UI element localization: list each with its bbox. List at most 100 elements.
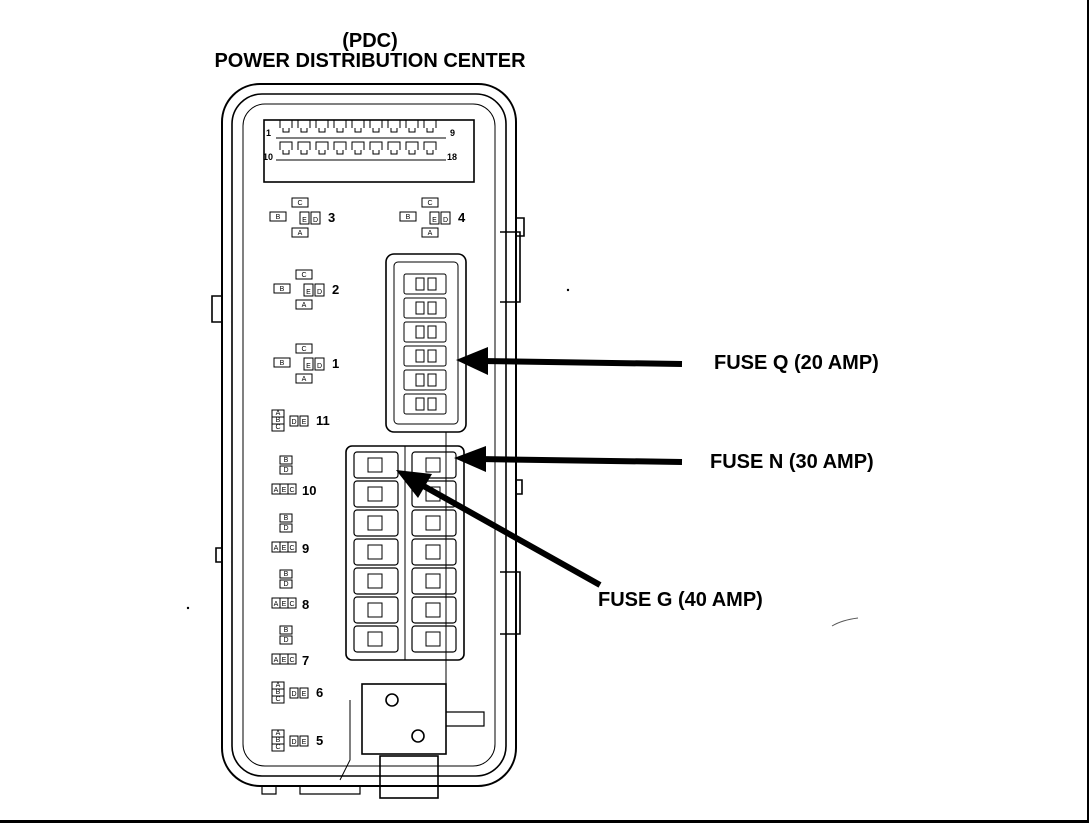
mini-fuse-block xyxy=(385,253,467,433)
relay-pin-c-letter: C xyxy=(301,272,306,279)
connector-pin xyxy=(333,119,347,133)
mini-fuse-element xyxy=(427,373,437,387)
arrow-fuse-g xyxy=(418,481,602,588)
mini-fuse-element xyxy=(427,301,437,315)
relay-pin-c xyxy=(287,597,297,609)
relay-label-1: 1 xyxy=(332,356,339,371)
relay-pin-d-letter: D xyxy=(291,691,296,698)
relay-pin-c-letter: C xyxy=(275,744,280,751)
relay-pin-d-letter: D xyxy=(283,525,288,532)
connector-pin xyxy=(369,119,383,133)
relay-pin-c-letter: C xyxy=(289,487,294,494)
relay-label-11: 11 xyxy=(316,413,330,428)
relay-pin-e xyxy=(429,211,440,225)
relay-pin-e xyxy=(299,211,310,225)
relay-pin-c xyxy=(291,197,309,208)
maxi-fuse xyxy=(353,625,399,653)
relay-pin-c xyxy=(421,197,439,208)
relay-pin-c-letter: C xyxy=(289,545,294,552)
relay-pin-e-letter: E xyxy=(302,217,307,224)
mini-fuse-element xyxy=(427,397,437,411)
relay-pin-b-letter: B xyxy=(284,571,289,578)
relay-pin-c-letter: C xyxy=(275,424,280,431)
relay-pin-d xyxy=(440,211,451,225)
diagram-abbrev: (PDC) xyxy=(342,30,398,52)
relay-pin-a-letter: A xyxy=(274,487,279,494)
relay-pin-d xyxy=(279,635,293,645)
relay-label-5: 5 xyxy=(316,733,323,748)
connector-pin xyxy=(297,141,311,155)
maxi-fuse xyxy=(411,480,457,508)
relay-pin-c-letter: C xyxy=(275,696,280,703)
relay-pin-e-letter: E xyxy=(282,487,287,494)
maxi-fuse xyxy=(353,480,399,508)
relay-pin-d-letter: D xyxy=(313,217,318,224)
pin-label-10: 10 xyxy=(263,152,273,162)
relay-pin-b xyxy=(279,513,293,523)
relay-pin-c-letter: C xyxy=(297,200,302,207)
arrow-fuse-q-head xyxy=(456,347,488,375)
relay-pin-b-letter: B xyxy=(276,689,281,696)
relay-pin-e-letter: E xyxy=(302,419,307,426)
mini-fuse-element xyxy=(427,325,437,339)
relay-pin-a-letter: A xyxy=(276,410,281,417)
relay-pin-b-letter: B xyxy=(284,515,289,522)
relay-pin-c-letter: C xyxy=(301,346,306,353)
arrow-fuse-n-head xyxy=(454,446,486,472)
connector-pin xyxy=(279,119,293,133)
relay-pin-c xyxy=(271,743,285,752)
maxi-fuse-element xyxy=(425,602,441,618)
right-tab-mid xyxy=(516,479,523,495)
pin-label-18: 18 xyxy=(447,152,457,162)
relay-pin-e-letter: E xyxy=(282,657,287,664)
relay-pin-c xyxy=(295,343,313,354)
mini-fuse xyxy=(403,297,447,319)
maxi-fuse-element xyxy=(425,457,441,473)
stud-upper xyxy=(385,693,399,707)
relay-pin-d-letter: D xyxy=(283,581,288,588)
relay-pin-b-letter: B xyxy=(280,360,285,367)
mini-fuse-element xyxy=(415,349,425,363)
relay-pin-c xyxy=(295,269,313,280)
maxi-fuse xyxy=(411,451,457,479)
maxi-fuse xyxy=(411,538,457,566)
bottom-connector xyxy=(379,755,439,799)
connector-pin xyxy=(333,141,347,155)
relay-pin-c xyxy=(271,695,285,704)
relay-pin-c xyxy=(271,423,285,432)
relay-pin-d xyxy=(289,735,299,747)
relay-pin-a-letter: A xyxy=(274,657,279,664)
connector-pin xyxy=(369,141,383,155)
mini-fuse-element xyxy=(427,277,437,291)
arrow-fuse-q xyxy=(479,358,683,367)
left-tab-lower xyxy=(215,547,222,563)
relay-label-3: 3 xyxy=(328,210,335,225)
relay-pin-d xyxy=(279,523,293,533)
relay-pin-c xyxy=(287,541,297,553)
mini-fuse-element xyxy=(415,301,425,315)
relay-pin-b-letter: B xyxy=(284,457,289,464)
relay-pin-e-letter: E xyxy=(282,545,287,552)
callout-fuse-g: FUSE G (40 AMP) xyxy=(598,589,763,611)
pdc-housing-rim xyxy=(242,103,496,767)
callout-fuse-q: FUSE Q (20 AMP) xyxy=(714,352,879,374)
maxi-fuse xyxy=(353,596,399,624)
maxi-fuse-element xyxy=(425,573,441,589)
mini-fuse xyxy=(403,321,447,343)
maxi-fuse-element xyxy=(425,631,441,647)
arrow-fuse-g-head xyxy=(396,470,432,498)
relay-pin-d-letter: D xyxy=(317,363,322,370)
maxi-fuse-element xyxy=(367,515,383,531)
relay-pin-b-letter: B xyxy=(276,417,281,424)
connector-pin xyxy=(315,119,329,133)
maxi-fuse xyxy=(353,567,399,595)
relay-pin-d xyxy=(289,687,299,699)
relay-pin-e-letter: E xyxy=(282,601,287,608)
relay-label-9: 9 xyxy=(302,541,309,556)
relay-pin-b xyxy=(279,569,293,579)
callout-fuse-n: FUSE N (30 AMP) xyxy=(710,451,874,473)
relay-pin-e-letter: E xyxy=(306,363,311,370)
